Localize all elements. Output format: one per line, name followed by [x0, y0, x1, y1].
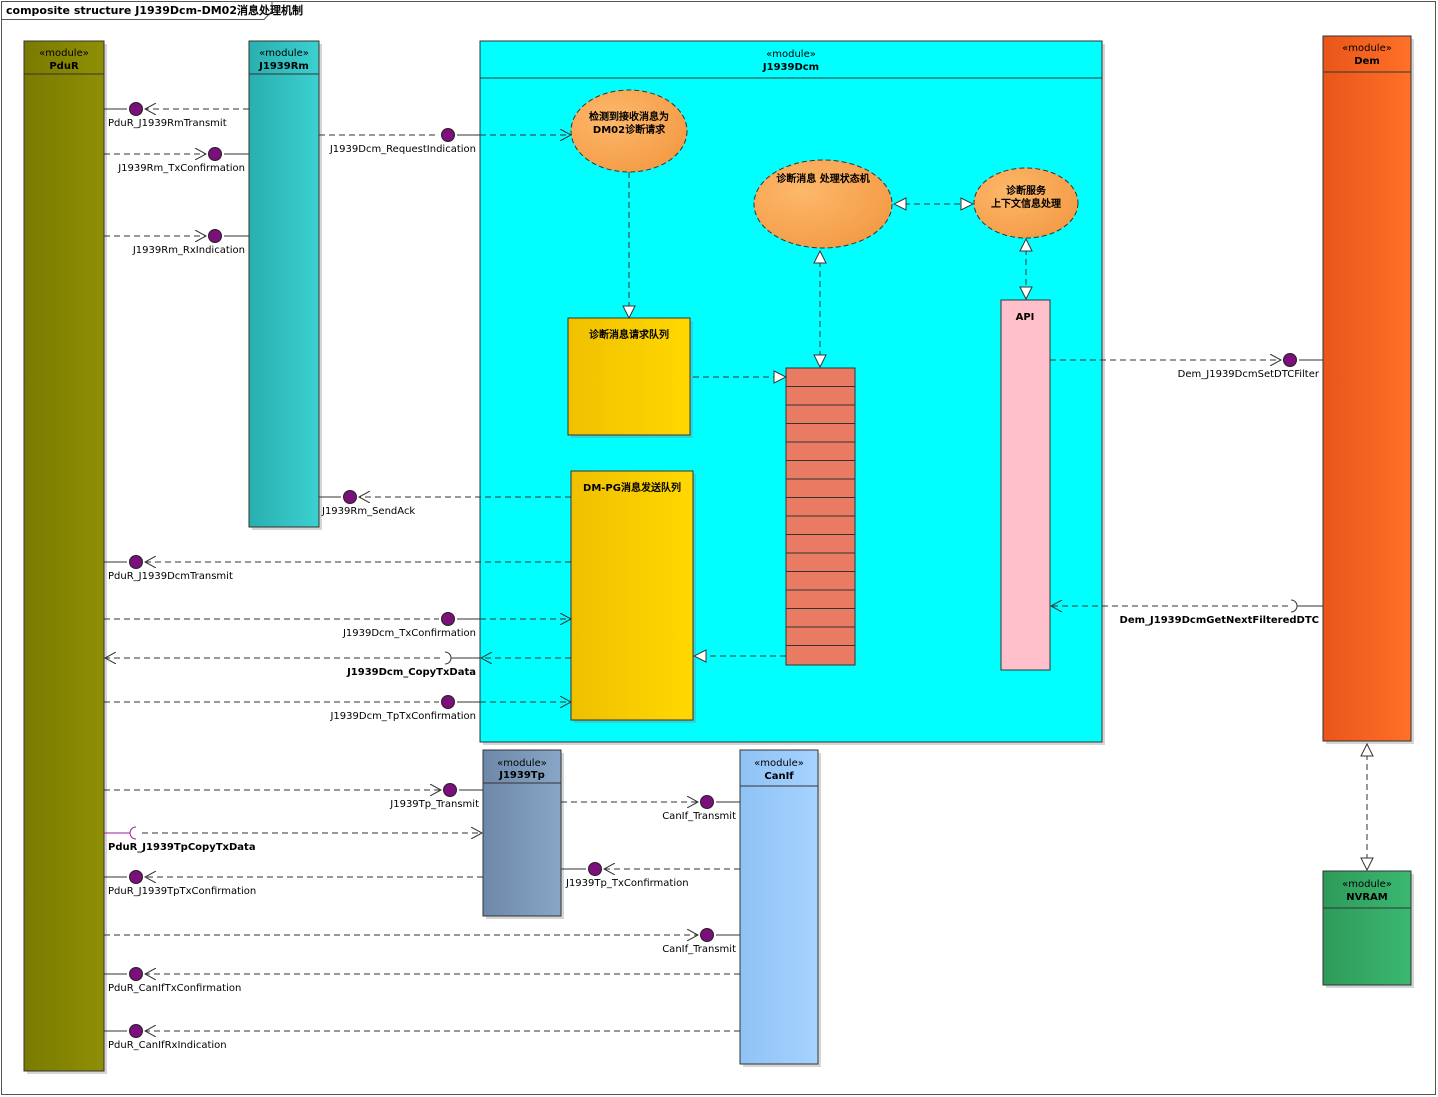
pdur-name: PduR: [49, 61, 79, 72]
message-stack[interactable]: [785, 367, 856, 666]
conn-j1939rm-sendack: J1939Rm_SendAck: [319, 490, 571, 517]
label-j1939rm-sendack: J1939Rm_SendAck: [321, 506, 415, 517]
label-canif-transmit-1: CanIf_Transmit: [662, 811, 736, 822]
conn-canif-transmit-1: CanIf_Transmit: [561, 795, 740, 822]
port-j1939rm-txconfirmation[interactable]: [208, 147, 222, 161]
j1939dcm-stereotype: «module»: [766, 49, 816, 60]
port-j1939dcm-tptxconfirmation[interactable]: [441, 695, 455, 709]
conn-pdur-j1939tptxconfirmation: PduR_J1939TpTxConfirmation: [104, 870, 483, 897]
label-canif-transmit-2: CanIf_Transmit: [662, 944, 736, 955]
canif-stereotype: «module»: [754, 758, 804, 769]
label-dem-setdtcfilter: Dem_J1939DcmSetDTCFilter: [1178, 369, 1320, 380]
send-queue-label: DM-PG消息发送队列: [583, 481, 681, 494]
module-nvram[interactable]: «module» NVRAM: [1322, 870, 1414, 988]
port-canif-transmit-1[interactable]: [700, 795, 714, 809]
diagram-title: composite structure J1939Dcm-DM02消息处理机制: [6, 3, 303, 17]
label-pdur-j1939dcmtransmit: PduR_J1939DcmTransmit: [108, 571, 233, 582]
module-canif[interactable]: «module» CanIf: [739, 749, 821, 1067]
context-line2: 上下文信息处理: [991, 197, 1061, 210]
conn-j1939tp-txconfirmation: J1939Tp_TxConfirmation: [561, 862, 740, 889]
api-label: API: [1016, 312, 1035, 323]
conn-j1939rm-txconfirmation: J1939Rm_TxConfirmation: [104, 147, 249, 174]
conn-j1939rm-rxindication: J1939Rm_RxIndication: [104, 229, 249, 256]
label-j1939dcm-txconfirmation: J1939Dcm_TxConfirmation: [342, 628, 476, 639]
port-j1939rm-rxindication[interactable]: [208, 229, 222, 243]
module-pdur[interactable]: «module» PduR: [23, 40, 107, 1074]
module-dem[interactable]: «module» Dem: [1322, 35, 1414, 744]
request-queue-label: 诊断消息请求队列: [589, 328, 669, 341]
context-line1: 诊断服务: [1006, 184, 1047, 197]
conn-j1939dcm-copytxdata: J1939Dcm_CopyTxData: [105, 651, 571, 678]
j1939rm-stereotype: «module»: [259, 48, 309, 59]
title-tab: [1, 1, 273, 20]
conn-pdur-j1939rmtransmit: PduR_J1939RmTransmit: [104, 102, 249, 129]
conn-dem-getnextfiltereddtc: Dem_J1939DcmGetNextFilteredDTC: [1051, 599, 1323, 626]
label-j1939dcm-copytxdata: J1939Dcm_CopyTxData: [346, 667, 476, 678]
canif-name: CanIf: [764, 771, 794, 782]
nvram-stereotype: «module»: [1342, 879, 1392, 890]
api-part[interactable]: API: [1000, 299, 1051, 671]
label-pdur-j1939tptxconfirmation: PduR_J1939TpTxConfirmation: [108, 886, 256, 897]
conn-pdur-j1939tpcopytxdata: PduR_J1939TpCopyTxData: [104, 826, 482, 853]
conn-j1939dcm-requestindication: J1939Dcm_RequestIndication: [319, 128, 571, 155]
state-machine-label: 诊断消息 处理状态机: [776, 172, 869, 185]
label-pdur-j1939rmtransmit: PduR_J1939RmTransmit: [108, 118, 227, 129]
port-canif-transmit-2[interactable]: [700, 928, 714, 942]
port-j1939rm-sendack[interactable]: [343, 490, 357, 504]
port-j1939tp-transmit[interactable]: [443, 783, 457, 797]
label-j1939dcm-tptxconfirmation: J1939Dcm_TpTxConfirmation: [329, 711, 476, 722]
module-j1939tp[interactable]: «module» J1939Tp: [482, 749, 564, 919]
label-dem-getnextfiltereddtc: Dem_J1939DcmGetNextFilteredDTC: [1120, 615, 1319, 626]
conn-canif-transmit-2: CanIf_Transmit: [104, 928, 740, 955]
j1939tp-name: J1939Tp: [498, 770, 545, 781]
dem-stereotype: «module»: [1342, 43, 1392, 54]
ellipse-detect-dm02[interactable]: 检测到接收消息为 DM02诊断请求: [570, 89, 688, 173]
conn-j1939tp-transmit: J1939Tp_Transmit: [104, 783, 483, 810]
j1939tp-stereotype: «module»: [497, 758, 547, 769]
label-pdur-j1939tpcopytxdata: PduR_J1939TpCopyTxData: [108, 842, 256, 853]
port-j1939tp-txconfirmation[interactable]: [588, 862, 602, 876]
label-pdur-caniftxconfirmation: PduR_CanIfTxConfirmation: [108, 983, 241, 994]
port-pdur-caniftxconfirmation[interactable]: [129, 967, 143, 981]
label-j1939rm-txconfirmation: J1939Rm_TxConfirmation: [117, 163, 245, 174]
conn-pdur-caniftxconfirmation: PduR_CanIfTxConfirmation: [104, 967, 740, 994]
label-j1939tp-transmit: J1939Tp_Transmit: [389, 799, 479, 810]
request-queue[interactable]: 诊断消息请求队列: [567, 317, 693, 438]
port-j1939dcm-txconfirmation[interactable]: [441, 612, 455, 626]
port-j1939dcm-requestindication[interactable]: [441, 128, 455, 142]
ellipse-state-machine[interactable]: 诊断消息 处理状态机: [753, 159, 893, 249]
conn-j1939dcm-txconfirmation: J1939Dcm_TxConfirmation: [104, 612, 571, 639]
port-pdur-j1939rmtransmit[interactable]: [129, 102, 143, 116]
label-j1939dcm-requestindication: J1939Dcm_RequestIndication: [329, 144, 476, 155]
label-pdur-canifrxindication: PduR_CanIfRxIndication: [108, 1040, 227, 1051]
label-j1939rm-rxindication: J1939Rm_RxIndication: [132, 245, 245, 256]
j1939dcm-name: J1939Dcm: [762, 62, 819, 73]
conn-pdur-canifrxindication: PduR_CanIfRxIndication: [104, 1024, 740, 1051]
dem-name: Dem: [1354, 56, 1380, 67]
pdur-stereotype: «module»: [39, 48, 89, 59]
socket-pdur-j1939tpcopytxdata[interactable]: [129, 826, 137, 840]
conn-pdur-j1939dcmtransmit: PduR_J1939DcmTransmit: [104, 555, 571, 582]
port-pdur-canifrxindication[interactable]: [129, 1024, 143, 1038]
j1939rm-name: J1939Rm: [258, 61, 309, 72]
conn-dem-setdtcfilter: Dem_J1939DcmSetDTCFilter: [1050, 353, 1323, 380]
port-pdur-j1939tptxconfirmation[interactable]: [129, 870, 143, 884]
label-j1939tp-txconfirmation: J1939Tp_TxConfirmation: [565, 878, 689, 889]
detect-line2: DM02诊断请求: [593, 123, 666, 136]
port-pdur-j1939dcmtransmit[interactable]: [129, 555, 143, 569]
port-dem-setdtcfilter[interactable]: [1283, 353, 1297, 367]
send-queue[interactable]: DM-PG消息发送队列: [570, 470, 696, 723]
conn-j1939dcm-tptxconfirmation: J1939Dcm_TpTxConfirmation: [104, 695, 571, 722]
ellipse-context-processing[interactable]: 诊断服务 上下文信息处理: [973, 167, 1079, 239]
module-j1939rm[interactable]: «module» J1939Rm: [248, 40, 322, 530]
detect-line1: 检测到接收消息为: [589, 110, 669, 123]
nvram-name: NVRAM: [1346, 892, 1388, 903]
